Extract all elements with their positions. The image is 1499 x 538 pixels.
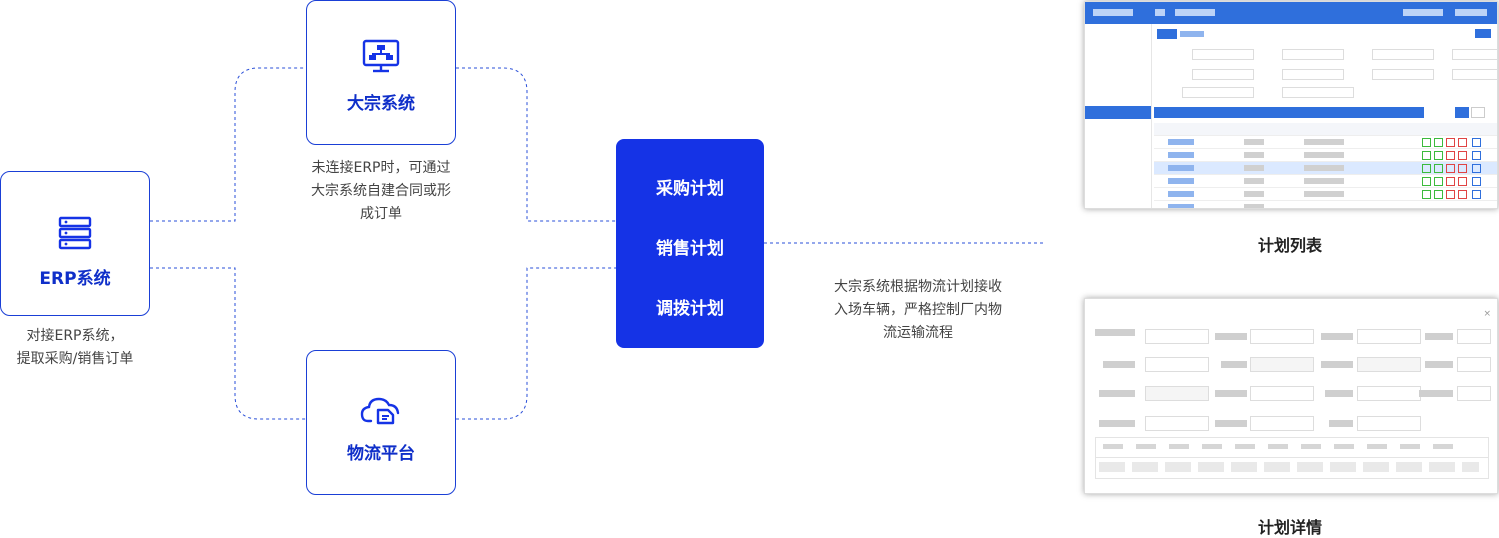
- screenshot-sidebar: [1085, 24, 1152, 208]
- close-icon[interactable]: ×: [1483, 309, 1491, 319]
- logistics-platform-node: 物流平台: [306, 350, 456, 495]
- dazong-system-node: 大宗系统: [306, 0, 456, 145]
- plan-list-caption: 计划列表: [1257, 236, 1322, 255]
- server-icon: [58, 216, 92, 250]
- screenshot-header-bar: [1085, 2, 1497, 24]
- network-monitor-icon: [362, 39, 400, 73]
- cloud-logistics-icon: [360, 397, 400, 425]
- screenshot-main: [1152, 24, 1497, 208]
- plan-detail-screenshot: ×: [1084, 298, 1498, 494]
- screenshot-grid: [1154, 123, 1497, 208]
- plan-detail-caption: 计划详情: [1257, 518, 1322, 537]
- plan-flow-description: 大宗系统根据物流计划接收 入场车辆，严格控制厂内物 流运输流程: [834, 279, 1002, 341]
- detail-form: [1085, 299, 1497, 493]
- erp-system-node: ERP系统: [0, 171, 150, 316]
- plans-box: 采购计划 销售计划 调拨计划: [616, 139, 764, 348]
- transfer-plan-label: 调拨计划: [656, 299, 724, 319]
- purchase-plan-label: 采购计划: [656, 179, 724, 199]
- sales-plan-label: 销售计划: [656, 239, 724, 259]
- dazong-description: 未连接ERP时，可通过 大宗系统自建合同或形 成订单: [311, 160, 451, 222]
- logistics-title: 物流平台: [347, 444, 415, 464]
- erp-description: 对接ERP系统， 提取采购/销售订单: [16, 328, 134, 367]
- dazong-title: 大宗系统: [347, 94, 415, 114]
- erp-title: ERP系统: [39, 269, 111, 289]
- plan-list-screenshot: [1084, 1, 1498, 209]
